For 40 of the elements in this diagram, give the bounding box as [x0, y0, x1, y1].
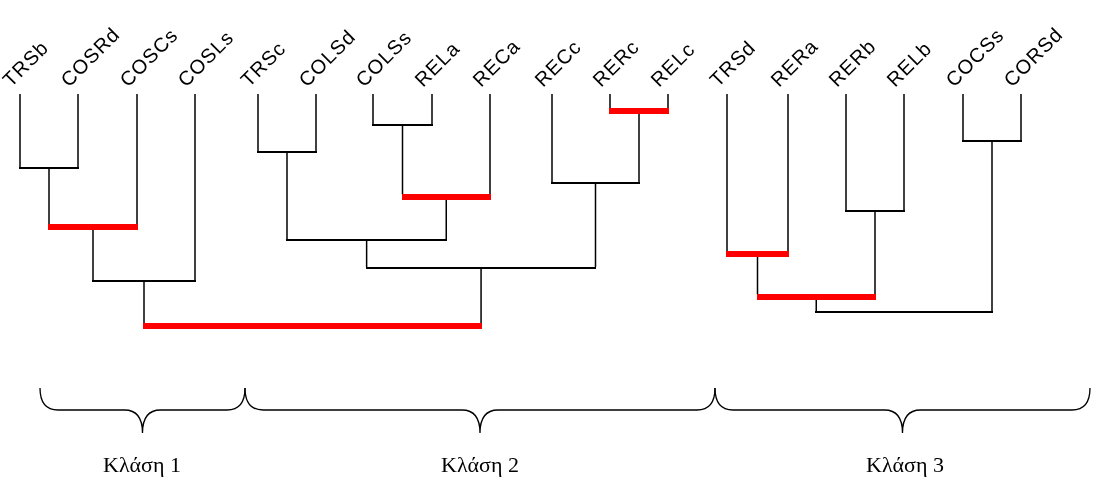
- tree-branch: [594, 183, 597, 268]
- tree-branch: [787, 93, 789, 252]
- tree-branch: [431, 93, 433, 125]
- tree-branch: [726, 93, 728, 252]
- tree-branch: [874, 211, 876, 295]
- tree-branch: [401, 125, 404, 195]
- tree-branch: [92, 229, 94, 281]
- tree-branch: [489, 93, 491, 195]
- tree-branch: [551, 93, 553, 183]
- merge-bar: [143, 323, 482, 329]
- merge-bar: [726, 251, 789, 257]
- tree-branch: [77, 93, 79, 168]
- tree-branch: [480, 268, 482, 324]
- tree-branch: [194, 93, 196, 281]
- tree-branch: [638, 113, 640, 183]
- tree-branch: [962, 93, 964, 141]
- tree-branch: [19, 93, 21, 168]
- tree-branch: [903, 93, 905, 211]
- merge-bar: [48, 224, 138, 230]
- tree-branch: [143, 281, 145, 324]
- tree-branch: [756, 256, 759, 295]
- tree-branch: [365, 240, 368, 268]
- tree-branch: [1020, 93, 1022, 141]
- tree-branch: [315, 93, 317, 152]
- tree-branch: [609, 93, 611, 109]
- tree-branch: [372, 93, 374, 125]
- tree-branch: [845, 93, 847, 211]
- class-label: Κλάση 3: [866, 452, 944, 478]
- tree-branch: [991, 141, 993, 312]
- tree-branch: [257, 93, 259, 152]
- tree-branch: [667, 93, 669, 109]
- tree-branch: [48, 168, 50, 225]
- merge-bar: [609, 108, 669, 114]
- class-label: Κλάση 2: [441, 452, 519, 478]
- class-label: Κλάση 1: [103, 452, 181, 478]
- merge-bar: [756, 294, 876, 300]
- tree-branch: [286, 152, 288, 240]
- tree-branch: [445, 199, 447, 240]
- tree-branch: [136, 93, 138, 225]
- merge-bar: [401, 194, 491, 200]
